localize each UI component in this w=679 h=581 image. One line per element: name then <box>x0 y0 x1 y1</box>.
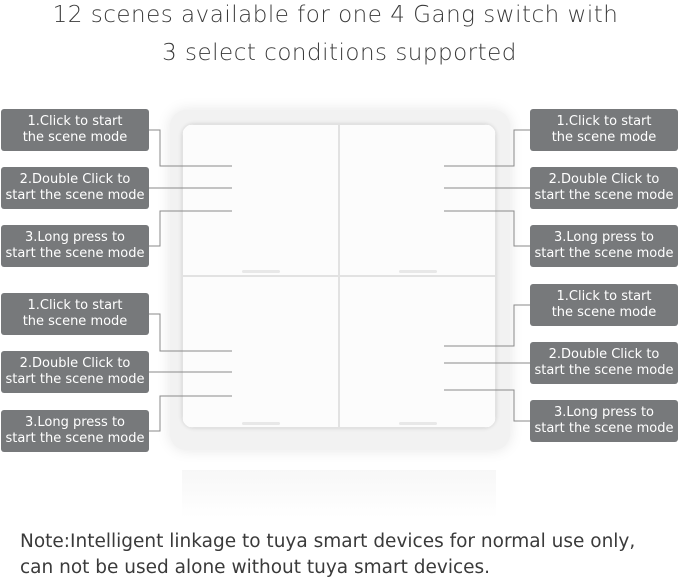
led-indicator <box>398 422 437 425</box>
callout-text: 3.Long press to <box>24 415 126 430</box>
connector-line <box>444 129 530 167</box>
callout-text: 3.Long press to <box>553 405 655 420</box>
connector-line <box>149 395 232 432</box>
switch-reflection <box>182 470 496 518</box>
connector-line <box>444 304 530 347</box>
headline-line-2: 3 select conditions supported <box>162 40 517 66</box>
gang-button-bottom-right <box>339 276 496 428</box>
connector-line <box>149 210 232 247</box>
callout-text: 2.Double Click to <box>548 172 660 187</box>
headline-line-1: 12 scenes available for one 4 Gang switc… <box>52 2 619 28</box>
callout-text: 1.Click to start <box>27 298 123 313</box>
usage-note: Note:Intelligent linkage to tuya smart d… <box>20 529 670 581</box>
callout-text: start the scene mode <box>534 246 674 261</box>
callout-text: start the scene mode <box>5 372 145 387</box>
callout-text: the scene mode <box>22 314 128 329</box>
connector-line <box>149 129 232 167</box>
callout-text: 3.Long press to <box>24 230 126 245</box>
usage-note-line-2: can not be used alone without tuya smart… <box>20 557 491 578</box>
callout-text: start the scene mode <box>534 188 674 203</box>
connector-line <box>149 313 232 352</box>
callout-text: the scene mode <box>22 130 128 145</box>
connector-line <box>444 210 530 247</box>
callout-text: the scene mode <box>551 130 657 145</box>
callout-text: start the scene mode <box>5 246 145 261</box>
callout-text: 2.Double Click to <box>19 356 131 371</box>
callout-text: start the scene mode <box>5 188 145 203</box>
callout-text: 2.Double Click to <box>19 172 131 187</box>
four-gang-switch <box>182 124 496 428</box>
callout-text: 1.Click to start <box>556 289 652 304</box>
gang-button-top-left <box>182 124 339 276</box>
callout-text: 1.Click to start <box>27 114 123 129</box>
connector-line <box>444 389 530 422</box>
callout-text: 1.Click to start <box>556 114 652 129</box>
callout-text: 2.Double Click to <box>548 347 660 362</box>
gang-button-top-right <box>339 124 496 276</box>
callout-text: start the scene mode <box>5 431 145 446</box>
usage-note-line-1: Note:Intelligent linkage to tuya smart d… <box>20 531 636 552</box>
callout-text: start the scene mode <box>534 363 674 378</box>
gang-button-bottom-left <box>182 276 339 428</box>
led-indicator <box>241 422 280 425</box>
callout-text: the scene mode <box>551 305 657 320</box>
led-indicator <box>398 270 437 273</box>
led-indicator <box>241 270 280 273</box>
callout-text: start the scene mode <box>534 421 674 436</box>
callout-text: 3.Long press to <box>553 230 655 245</box>
